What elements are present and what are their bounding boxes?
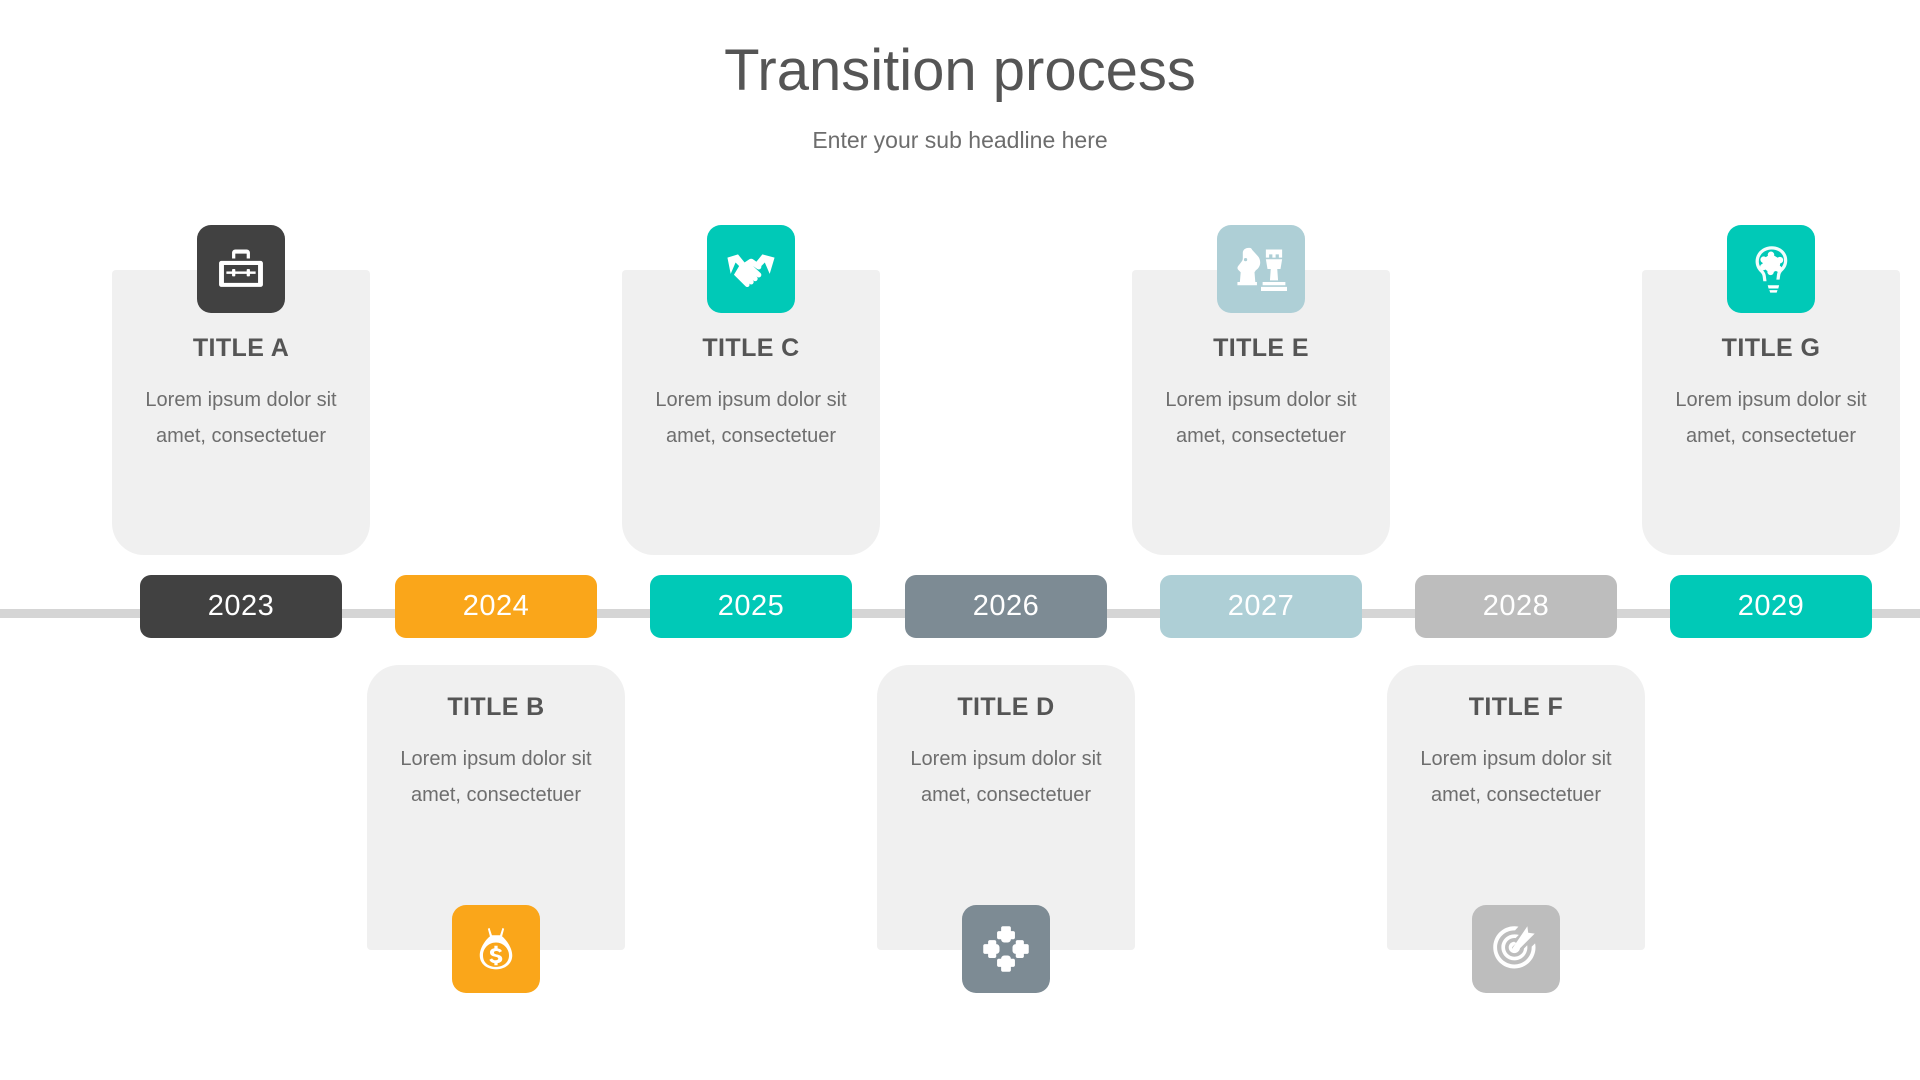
milestone-title: TITLE F (1468, 693, 1564, 721)
milestone-description: Lorem ipsum dolor sit amet, consectetuer (400, 748, 592, 806)
milestone-description: Lorem ipsum dolor sit amet, consectetuer (1420, 748, 1612, 806)
milestone-card[interactable]: TITLE F Lorem ipsum dolor sit amet, conse… (1387, 665, 1645, 950)
money-bag-icon (452, 905, 540, 993)
page-subtitle: Enter your sub headline here (812, 126, 1108, 153)
chess-pieces-icon (1217, 225, 1305, 313)
milestone-description: Lorem ipsum dolor sit amet, consectetuer (1675, 389, 1867, 447)
year-badge[interactable]: 2027 (1160, 575, 1362, 638)
timeline-node: TITLE G Lorem ipsum dolor sit amet, conse… (1642, 0, 1900, 1080)
milestone-card[interactable]: TITLE A Lorem ipsum dolor sit amet, conse… (112, 270, 370, 555)
timeline-node: TITLE C Lorem ipsum dolor sit amet, conse… (622, 0, 880, 1080)
milestone-title: TITLE B (447, 693, 545, 721)
brain-network-icon (1727, 225, 1815, 313)
slide-header: Transition process Enter your sub headli… (0, 38, 1920, 154)
year-badge[interactable]: 2028 (1415, 575, 1617, 638)
timeline-node: TITLE E Lorem ipsum dolor sit amet, conse… (1132, 0, 1390, 1080)
timeline-node: TITLE D Lorem ipsum dolor sit amet, conse… (877, 0, 1135, 1080)
milestone-title: TITLE A (192, 334, 290, 362)
timeline-node: TITLE A Lorem ipsum dolor sit amet, conse… (112, 0, 370, 1080)
briefcase-icon (197, 225, 285, 313)
milestone-description: Lorem ipsum dolor sit amet, consectetuer (1165, 389, 1357, 447)
milestone-description: Lorem ipsum dolor sit amet, consectetuer (145, 389, 337, 447)
milestone-card[interactable]: TITLE C Lorem ipsum dolor sit amet, conse… (622, 270, 880, 555)
milestone-card[interactable]: TITLE G Lorem ipsum dolor sit amet, conse… (1642, 270, 1900, 555)
year-badge[interactable]: 2029 (1670, 575, 1872, 638)
target-arrow-icon (1472, 905, 1560, 993)
milestone-title: TITLE D (957, 693, 1055, 721)
milestone-card[interactable]: TITLE B Lorem ipsum dolor sit amet, conse… (367, 665, 625, 950)
year-badge[interactable]: 2026 (905, 575, 1107, 638)
year-badge[interactable]: 2024 (395, 575, 597, 638)
year-badge[interactable]: 2025 (650, 575, 852, 638)
milestone-title: TITLE C (702, 334, 800, 362)
milestone-title: TITLE G (1721, 334, 1821, 362)
teamwork-hands-icon (962, 905, 1050, 993)
milestone-title: TITLE E (1213, 334, 1309, 362)
year-badge[interactable]: 2023 (140, 575, 342, 638)
timeline-node: TITLE F Lorem ipsum dolor sit amet, conse… (1387, 0, 1645, 1080)
milestone-description: Lorem ipsum dolor sit amet, consectetuer (910, 748, 1102, 806)
handshake-icon (707, 225, 795, 313)
milestone-card[interactable]: TITLE E Lorem ipsum dolor sit amet, conse… (1132, 270, 1390, 555)
timeline-node: TITLE B Lorem ipsum dolor sit amet, conse… (367, 0, 625, 1080)
page-title: Transition process (724, 38, 1196, 103)
milestone-card[interactable]: TITLE D Lorem ipsum dolor sit amet, conse… (877, 665, 1135, 950)
milestone-description: Lorem ipsum dolor sit amet, consectetuer (655, 389, 847, 447)
